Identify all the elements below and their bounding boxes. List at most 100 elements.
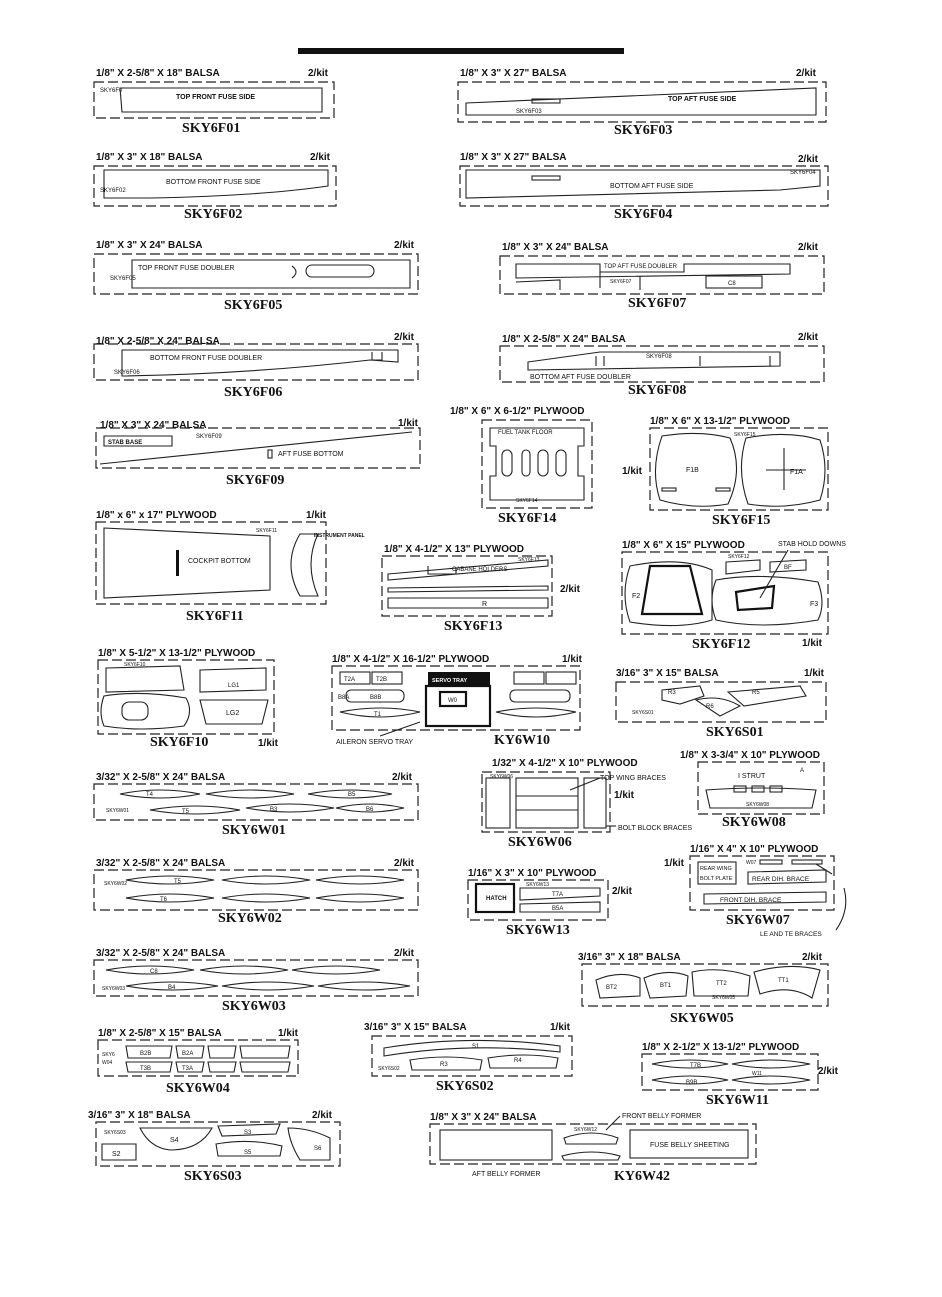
former-f1a	[740, 433, 826, 507]
part-code: SKY6W13	[526, 882, 549, 888]
sheet-qty: 2/kit	[310, 152, 331, 163]
slot-1	[501, 449, 513, 477]
sheet-outline	[581, 963, 829, 1007]
part-t5-label: T5	[174, 879, 182, 885]
bolt-plate-label: BOLT PLATE	[700, 876, 733, 882]
part-tt2	[691, 969, 751, 997]
sheet-caption: SKY6W02	[218, 911, 282, 926]
rib-b4-2	[221, 981, 315, 991]
part-t6-label: T6	[160, 897, 168, 903]
rib-t5	[149, 805, 241, 815]
part-bt1-label: BT1	[660, 983, 672, 989]
part-r4-label: R4	[514, 1058, 522, 1064]
part-s5-label: S5	[244, 1150, 252, 1156]
sheet-outline	[621, 551, 829, 635]
rib-r3	[409, 1056, 483, 1071]
sheet-caption: SKY6F05	[224, 298, 282, 313]
slot-2	[521, 449, 531, 477]
rib-r3	[661, 685, 705, 705]
sheet-outline	[97, 1039, 299, 1077]
sheet-outline	[499, 255, 825, 295]
sheet-header: 1/8" X 4-1/2" X 13" PLYWOOD	[384, 544, 524, 555]
leader-line-1	[569, 777, 601, 791]
sheet-header: 1/8" X 3" X 27" BALSA	[460, 68, 566, 79]
sheet-qty: 1/kit	[802, 638, 823, 649]
rib-r4	[487, 1054, 559, 1069]
sheet-caption: SKY6W06	[508, 835, 572, 850]
part-code: SKY6F04	[790, 170, 816, 176]
sheet-sky6w13: 1/16" X 3" X 10" PLYWOOD 2/kit HATCH T7A…	[467, 868, 633, 938]
part-tt1-label: TT1	[778, 978, 789, 984]
part-f2-label: F2	[632, 593, 640, 600]
rib-c8-2	[199, 965, 289, 975]
sheet-caption: SKY6F04	[614, 207, 672, 222]
sheet-qty: 1/kit	[550, 1022, 571, 1033]
sheet-caption: SKY6F08	[628, 383, 686, 398]
sheet-sky6s02: 3/16" 3" X 15" BALSA 1/kit S1 R3 R4 SKY6…	[364, 1022, 573, 1094]
part-code: SKY6W05	[712, 995, 735, 1001]
sheet-outline	[93, 165, 337, 207]
fuse-belly-sheeting-outline	[629, 1129, 749, 1159]
sheet-qty: 2/kit	[560, 584, 581, 595]
sheet-header: 3/16" 3" X 15" BALSA	[616, 668, 719, 679]
part-lg1-outline	[100, 692, 191, 730]
part-outline	[465, 169, 821, 199]
sheet-sky6w05: 3/16" 3" X 18" BALSA 2/kit BT2 BT1 TT2 T…	[578, 952, 829, 1026]
rib-t6-3	[315, 893, 405, 903]
sheet-caption: SKY6F15	[712, 513, 770, 528]
part-b5a-outline	[519, 901, 601, 913]
part-code: SKY6F0	[100, 88, 123, 94]
sheet-sky6f10: 1/8" X 5-1/2" X 13-1/2" PLYWOOD 1/kit LG…	[97, 648, 279, 750]
part-r3-label: R3	[668, 690, 676, 696]
sheet-caption: SKY6W11	[706, 1093, 769, 1108]
cockpit-bottom-outline	[103, 527, 271, 599]
slot	[769, 785, 783, 793]
former-f2-outline	[624, 561, 713, 627]
sheet-outline	[371, 1035, 573, 1077]
sheet-outline	[641, 1053, 819, 1091]
sheet-header: 1/16" X 3" X 10" PLYWOOD	[468, 868, 596, 879]
cabane-holder	[427, 566, 457, 575]
sheet-sky6f13: 1/8" X 4-1/2" X 13" PLYWOOD 2/kit R CABA…	[381, 544, 581, 634]
sheet-header: 1/8" X 4-1/2" X 16-1/2" PLYWOOD	[332, 654, 489, 665]
part-s4-label: S4	[170, 1137, 179, 1144]
part-s3	[217, 1123, 281, 1137]
sheet-sky6w08: 1/8" X 3-3/4" X 10" PLYWOOD I STRUT A SK…	[680, 750, 825, 830]
sheet-header: 1/8" X 3" X 24" BALSA	[96, 240, 202, 251]
slot	[661, 487, 677, 492]
sheet-caption: SKY6W04	[166, 1081, 230, 1096]
sheet-sky6f02: 1/8" X 3" X 18" BALSA 2/kit SKY6F02 BOTT…	[93, 152, 337, 222]
sheet-qty: 2/kit	[818, 1066, 839, 1077]
sheet-header: 3/16" 3" X 18" BALSA	[88, 1110, 191, 1121]
sheet-header: 3/16" 3" X 15" BALSA	[364, 1022, 467, 1033]
part-code: SKY6F02	[100, 188, 126, 194]
fuel-tank-floor-outline	[489, 427, 585, 501]
slot	[733, 785, 747, 793]
part-bf-label: BF	[784, 565, 792, 571]
sheet-sky6f06: 1/8" X 2-5/8" X 24" BALSA 2/kit SKY6F06 …	[93, 332, 419, 400]
part-label: AFT FUSE BOTTOM	[278, 451, 344, 458]
servo-tray-outline	[424, 684, 492, 728]
sheet-caption: KY6W42	[614, 1169, 670, 1184]
part-bt2	[595, 973, 641, 999]
part-t5-label: T5	[182, 809, 190, 815]
sheet-caption: SKY6F12	[692, 637, 750, 652]
sheet-outline	[331, 665, 581, 731]
part-outline	[515, 263, 791, 279]
part-code-1: SKY6	[102, 1052, 115, 1058]
part-label: COCKPIT BOTTOM	[188, 558, 251, 565]
rib-b3	[245, 803, 335, 813]
front-belly-former	[563, 1132, 619, 1145]
rib-top-2	[205, 789, 295, 799]
le-te-braces-note: LE AND TE BRACES	[760, 931, 822, 938]
sheet-qty: 1/kit	[664, 858, 685, 869]
aft-belly-former-label: AFT BELLY FORMER	[472, 1171, 540, 1178]
part-code: SKY6F08	[646, 354, 672, 360]
sheet-sky6w03: 3/32" X 2-5/8" X 24" BALSA 2/kit C8 B4 S…	[93, 948, 419, 1014]
sheet-outline	[95, 521, 327, 605]
notch	[371, 352, 383, 361]
le-te-bracket	[835, 887, 847, 931]
sheet-qty: 2/kit	[394, 240, 415, 251]
sheet-caption: SKY6F01	[182, 121, 240, 136]
